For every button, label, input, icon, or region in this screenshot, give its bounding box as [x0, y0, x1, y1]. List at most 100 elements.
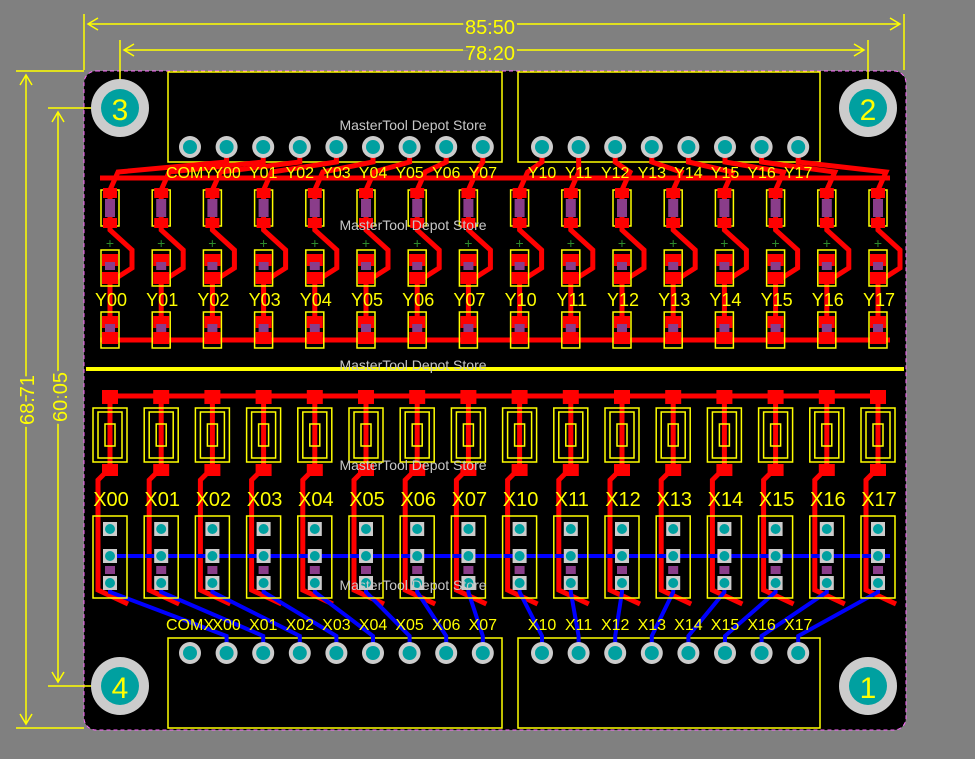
output-led	[253, 249, 274, 287]
input-pad-bottom	[153, 464, 170, 476]
bottom-connector-pad	[288, 642, 311, 664]
input-pad-top	[409, 390, 426, 404]
top-connector-label: Y16	[747, 165, 776, 182]
input-channel-label: X15	[759, 489, 795, 511]
top-connector-pad	[531, 136, 553, 158]
output-channel-label: Y04	[300, 290, 332, 310]
output-resistor	[612, 188, 632, 228]
bottom-connector-label: X11	[565, 617, 592, 634]
output-indicator	[253, 311, 274, 349]
output-resistor	[509, 188, 530, 228]
input-optocoupler	[501, 515, 538, 599]
bottom-connector-label: X13	[638, 617, 667, 634]
output-led	[356, 249, 376, 287]
output-resistor	[202, 188, 223, 228]
input-optocoupler	[245, 515, 282, 599]
output-channel-label: Y16	[812, 290, 844, 310]
output-led	[663, 249, 683, 287]
top-connector-label: Y14	[674, 165, 703, 182]
input-switch	[245, 407, 282, 463]
output-indicator	[561, 311, 581, 349]
input-optocoupler	[809, 515, 845, 599]
led-polarity-mark: +	[362, 235, 370, 251]
output-led	[765, 249, 786, 287]
output-resistor	[100, 188, 120, 228]
input-pad-bottom	[818, 464, 835, 476]
input-switch	[757, 407, 794, 463]
watermark-2: MasterTool Depot Store	[339, 217, 486, 233]
output-led	[151, 249, 171, 287]
input-switch	[399, 407, 435, 463]
components-layer	[92, 136, 896, 664]
top-connector-label: Y06	[432, 165, 461, 182]
top-connector-pad	[215, 136, 238, 158]
bottom-connector-label: X14	[674, 617, 703, 634]
input-pad-bottom	[511, 464, 528, 476]
output-led	[509, 249, 530, 287]
bottom-connector-label: X04	[359, 617, 388, 634]
output-channel-label: Y13	[658, 290, 690, 310]
input-optocoupler	[194, 515, 231, 599]
led-polarity-mark: +	[157, 235, 165, 251]
output-led	[612, 249, 632, 287]
dim-width-inner: 78.20	[465, 43, 515, 65]
input-channel-label: X11	[555, 489, 589, 511]
svg-text:3: 3	[112, 94, 129, 127]
output-resistor	[817, 188, 837, 228]
bottom-connector-pad	[435, 642, 458, 664]
top-connector-pad	[787, 136, 810, 158]
led-polarity-mark: +	[618, 235, 626, 251]
svg-text:2: 2	[860, 94, 877, 127]
input-pad-top	[511, 390, 528, 404]
mounting-hole-1: 1	[839, 657, 897, 715]
input-pad-top	[306, 390, 323, 404]
led-polarity-mark: +	[413, 235, 421, 251]
output-indicator	[663, 311, 683, 349]
watermark-5: MasterTool Depot Store	[339, 577, 486, 593]
input-switch	[297, 407, 333, 463]
input-channel-label: X06	[400, 489, 436, 511]
output-indicator	[458, 311, 479, 349]
input-optocoupler	[450, 515, 487, 599]
bottom-connector-pad	[604, 642, 627, 664]
top-connector-pad	[398, 136, 421, 158]
input-pad-top	[818, 390, 835, 404]
output-indicator	[100, 311, 120, 349]
input-pad-top	[153, 390, 170, 404]
input-pad-bottom	[716, 464, 733, 476]
top-connector-pad	[325, 136, 348, 158]
input-optocoupler	[604, 515, 640, 599]
output-indicator	[407, 311, 427, 349]
output-channel-label: Y06	[402, 290, 434, 310]
bottom-connector-pad	[714, 642, 736, 664]
output-led	[305, 249, 325, 287]
bottom-connector-pad	[567, 642, 590, 664]
output-indicator	[868, 311, 888, 349]
input-switch	[450, 407, 487, 463]
top-connector-label: Y12	[601, 165, 630, 182]
top-connector-pad	[362, 136, 384, 158]
output-led	[561, 249, 581, 287]
input-pad-top	[614, 390, 630, 404]
input-channel-label: X14	[708, 489, 744, 511]
output-resistor	[868, 188, 888, 228]
bottom-connector-label: X00	[212, 617, 241, 634]
output-channel-label: Y03	[249, 290, 281, 310]
output-channel-label: Y11	[556, 290, 587, 310]
input-pad-top	[870, 390, 886, 404]
input-switch	[860, 407, 896, 463]
output-resistor	[458, 188, 479, 228]
output-led	[458, 249, 479, 287]
mounting-hole-4: 4	[91, 657, 149, 715]
led-polarity-mark: +	[464, 235, 472, 251]
input-optocoupler	[92, 515, 128, 599]
output-resistor	[407, 188, 427, 228]
input-switch	[194, 407, 231, 463]
input-pad-top	[562, 390, 579, 404]
bottom-connector-pad	[677, 642, 700, 664]
dim-height-inner: 60.05	[50, 372, 72, 422]
bottom-connector-label: X05	[395, 617, 424, 634]
input-optocoupler	[348, 515, 384, 599]
bottom-connector-label: X12	[601, 617, 630, 634]
